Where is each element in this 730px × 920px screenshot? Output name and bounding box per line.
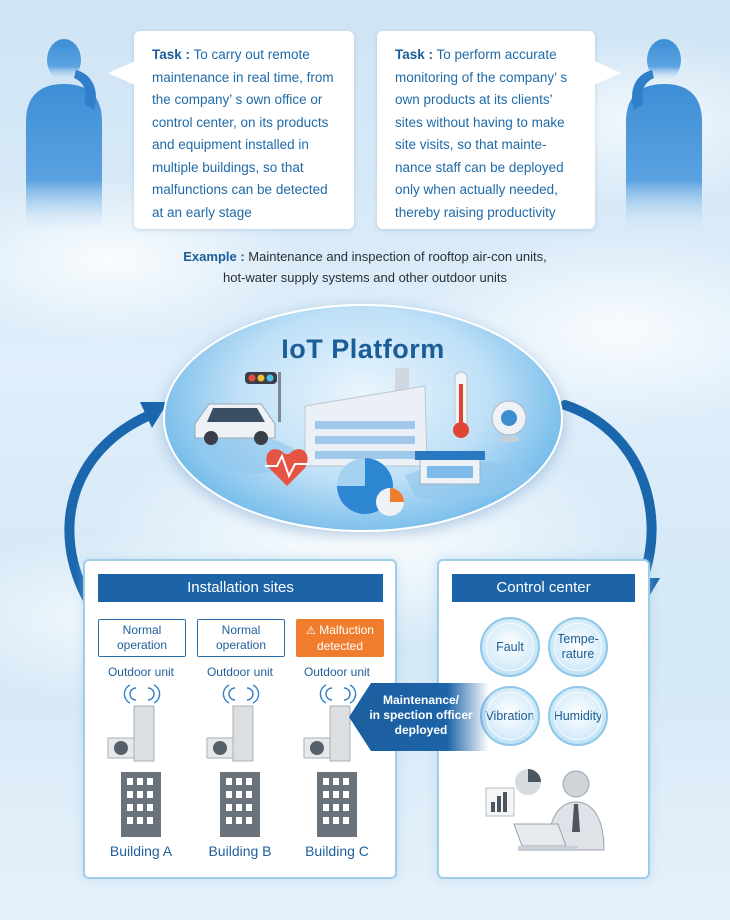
status-a-line2: operation [116, 638, 168, 652]
left-person-icon [26, 39, 102, 232]
left-arrowhead [140, 402, 168, 428]
metric-ring [554, 692, 602, 740]
metric-humidity: Humidity [548, 686, 608, 746]
metric-ring [486, 692, 534, 740]
building-icon-c [317, 772, 357, 837]
control-center-header: Control center [452, 574, 635, 602]
task-text-right: To perform accurate monitoring of the co… [395, 47, 568, 220]
car-icon [194, 403, 276, 445]
status-c-line1: Malfuction [319, 623, 374, 637]
building-label-b: Building B [208, 843, 272, 859]
operator-at-computer-icon [485, 769, 605, 851]
store-icon [415, 451, 485, 485]
metric-ring [554, 623, 602, 671]
status-b-line2: operation [215, 638, 267, 652]
status-malfunction-c: ⚠ Malfuction detected [296, 619, 384, 657]
status-normal-a: Normal operation [98, 619, 186, 657]
status-b-line1: Normal [221, 623, 261, 637]
platform-title: IoT Platform [281, 334, 445, 364]
signal-icon-c [319, 684, 357, 704]
example-line2: hot-water supply systems and other outdo… [223, 270, 507, 285]
platform-illustration [194, 368, 535, 516]
iot-platform: IoT Platform [163, 304, 563, 532]
metric-vibration: Vibration [480, 686, 540, 746]
example-label: Example : [183, 249, 245, 264]
officer-line3: deployed [394, 723, 448, 737]
right-person-icon [626, 39, 702, 232]
task-text-left: To carry out remote maintenance in real … [152, 47, 334, 220]
factory-icon [304, 368, 428, 467]
officer-line2: in spection officer [369, 708, 473, 722]
task-bubble-right: Task : To perform accurate monitoring of… [377, 31, 621, 229]
signal-icon-a [123, 684, 161, 704]
outdoor-unit-label-c: Outdoor unit [303, 665, 371, 679]
status-c-line2: detected [316, 639, 364, 653]
officer-deployed-arrow [349, 683, 489, 751]
metric-ring [486, 623, 534, 671]
task-label-left: Task : [152, 47, 191, 62]
traffic-light-icon [245, 372, 281, 422]
example-caption: Example : Maintenance and inspection of … [100, 246, 630, 288]
signal-icon-b [222, 684, 260, 704]
outdoor-unit-label-a: Outdoor unit [107, 665, 175, 679]
thermometer-icon [453, 371, 469, 438]
building-label-c: Building C [305, 843, 369, 859]
left-cycle-arrow [64, 410, 155, 605]
pie-chart-icon [337, 458, 404, 516]
camera-icon [491, 400, 527, 442]
bubble-tail-right [594, 61, 621, 85]
installation-units-illustration [107, 684, 357, 837]
metric-fault: Fault [480, 617, 540, 677]
building-label-a: Building A [109, 843, 173, 859]
building-icon-b [220, 772, 260, 837]
installation-sites-header: Installation sites [98, 574, 383, 602]
outdoor-unit-label-b: Outdoor unit [206, 665, 274, 679]
outdoor-unit-icon-a [107, 705, 155, 762]
bubble-tail-left [108, 61, 135, 85]
task-bubble-left: Task : To carry out remote maintenance i… [108, 31, 354, 229]
outdoor-unit-icon-c [303, 705, 351, 762]
officer-line1: Maintenance/ [382, 693, 460, 707]
officer-deployed-label: Maintenance/ in spection officer deploye… [366, 693, 476, 738]
heart-icon [265, 449, 309, 486]
building-icon-a [121, 772, 161, 837]
warning-icon: ⚠ [306, 625, 316, 637]
outdoor-unit-icon-b [206, 705, 254, 762]
status-a-line1: Normal [122, 623, 162, 637]
metric-temperature: Tempe- rature [548, 617, 608, 677]
example-line1: Maintenance and inspection of rooftop ai… [244, 249, 547, 264]
status-normal-b: Normal operation [197, 619, 285, 657]
task-label-right: Task : [395, 47, 434, 62]
right-cycle-arrow [560, 400, 657, 577]
